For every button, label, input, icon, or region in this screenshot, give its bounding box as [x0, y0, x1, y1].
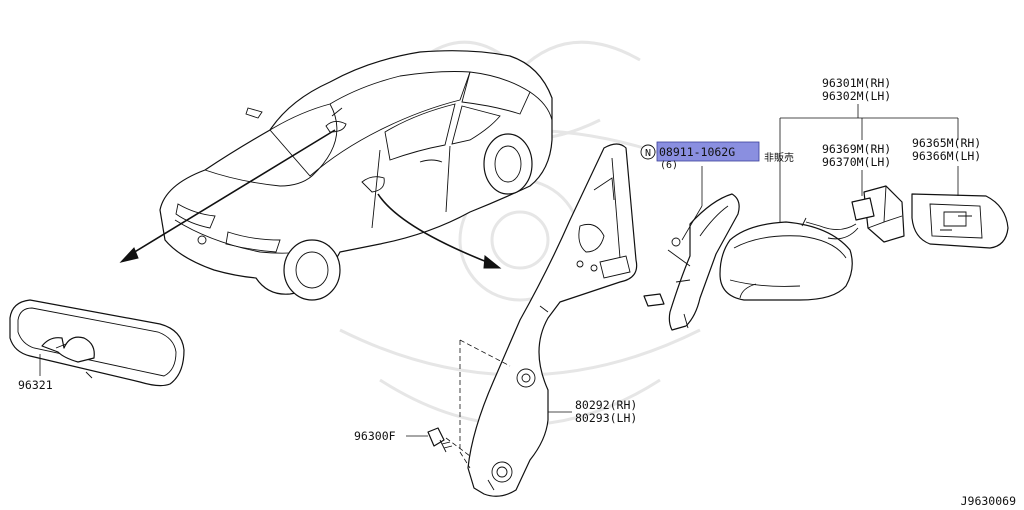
label-96301-lh: 96302M(LH): [822, 89, 891, 103]
part-highlight: [656, 141, 760, 162]
label-96301-rh: 96301M(RH): [822, 76, 891, 90]
label-96300F: 96300F: [354, 429, 396, 443]
door-mirror-leaders: [681, 104, 959, 241]
label-96369-lh: 96370M(LH): [822, 155, 891, 169]
label-96365-rh: 96365M(RH): [912, 136, 981, 150]
label-96321: 96321: [18, 378, 53, 392]
mirror-garnish-part: [467, 143, 638, 497]
mirror-actuator-part: [801, 185, 905, 243]
label-08911-group: N 08911-1062G (6) 非販売: [640, 141, 794, 171]
mirror-glass-part: [911, 193, 1009, 249]
screw-96300F: [427, 427, 453, 453]
label-80292-lh: 80293(LH): [575, 411, 637, 425]
car-illustration: [159, 50, 553, 301]
label-08911: 08911-1062G: [659, 145, 735, 159]
label-80292-rh: 80292(RH): [575, 398, 637, 412]
label-not-for-sale: 非販売: [764, 151, 794, 164]
reference-code: J9630069: [961, 494, 1016, 508]
note-prefix: N: [645, 148, 651, 159]
note-circle-icon: [640, 144, 656, 160]
label-08911-qty: (6): [660, 160, 678, 171]
dashed-guide-1: [459, 339, 511, 367]
interior-mirror-part: [9, 299, 185, 387]
label-96365-lh: 96366M(LH): [912, 149, 981, 163]
dashed-guide-2: [459, 340, 471, 469]
label-96369-rh: 96369M(RH): [822, 142, 891, 156]
door-mirror-housing: [719, 221, 853, 301]
pointer-arrows: [119, 129, 502, 269]
door-mirror-bracket: [643, 193, 740, 331]
dashed-guide-3: [445, 437, 471, 457]
